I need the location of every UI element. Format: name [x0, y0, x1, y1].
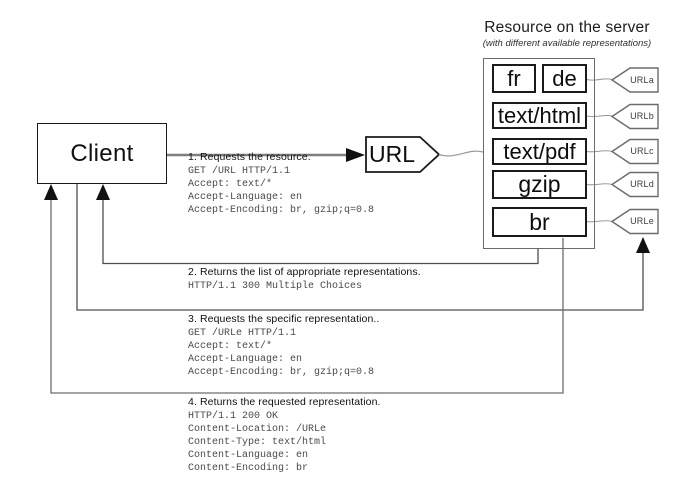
http-line: Accept-Language: en	[188, 354, 303, 365]
url-tag-urlc: URLc	[630, 146, 654, 156]
url-tag-shape-c	[610, 138, 659, 165]
representation-label: de	[552, 65, 577, 91]
resource-outer-box	[483, 58, 595, 249]
tag-connector	[586, 114, 613, 118]
url-tag-urle: URLe	[630, 216, 654, 226]
arrowhead-up-icon	[636, 237, 650, 253]
message-4-returns-representation: 4. Returns the requested representation.…	[188, 396, 381, 475]
url-tag-shape-e	[610, 208, 659, 235]
representation-label: text/pdf	[503, 138, 576, 164]
message-1-label: 1. Requests the resource.	[188, 151, 311, 163]
tag-connector	[586, 78, 613, 81]
url-tag-shape-b	[610, 103, 659, 130]
arrowhead-up-icon	[96, 184, 110, 200]
url-tag-urla: URLa	[630, 75, 654, 85]
url-tag-urlb: URLb	[630, 111, 654, 121]
url-node: URL	[366, 137, 418, 172]
http-line: Content-Encoding: br	[188, 463, 309, 474]
http-line: GET /URLe HTTP/1.1	[188, 328, 297, 339]
message-1-request-resource: 1. Requests the resource. GET /URL HTTP/…	[188, 151, 374, 217]
response-2-line	[102, 197, 539, 265]
http-line: HTTP/1.1 300 Multiple Choices	[188, 281, 363, 292]
representation-box-de: de	[542, 64, 587, 93]
representation-box-gzip: gzip	[492, 170, 587, 199]
request-3-line	[76, 184, 644, 311]
representation-label: text/html	[497, 102, 582, 128]
representation-label: gzip	[518, 171, 561, 197]
representation-box-br: br	[492, 207, 587, 237]
http-line: Accept-Language: en	[188, 192, 303, 203]
url-to-resource-connector	[438, 150, 484, 157]
http-line: Content-Location: /URLe	[188, 424, 327, 435]
http-line: HTTP/1.1 200 OK	[188, 411, 279, 422]
url-node-shape	[365, 136, 441, 173]
message-2-returns-list: 2. Returns the list of appropriate repre…	[188, 266, 421, 293]
http-line: Accept-Encoding: br, gzip;q=0.8	[188, 205, 375, 216]
message-3-request-specific: 3. Requests the specific representation.…	[188, 313, 379, 379]
arrowhead-up-icon	[44, 184, 58, 200]
http-line: Content-Language: en	[188, 450, 309, 461]
client-label: Client	[70, 139, 134, 167]
representation-label: fr	[507, 65, 521, 91]
server-title: Resource on the server	[484, 19, 650, 36]
http-line: GET /URL HTTP/1.1	[188, 166, 291, 177]
representation-box-text-html: text/html	[492, 102, 587, 129]
representation-box-text-pdf: text/pdf	[492, 138, 587, 165]
message-2-label: 2. Returns the list of appropriate repre…	[188, 266, 421, 278]
server-heading: Resource on the server (with different a…	[452, 19, 682, 49]
arrowhead-right-icon	[346, 148, 365, 162]
http-line: Accept: text/*	[188, 179, 273, 190]
message-4-label: 4. Returns the requested representation.	[188, 396, 381, 408]
tag-connector	[586, 150, 613, 153]
client-box: Client	[37, 123, 167, 184]
url-tag-shape-a	[610, 67, 659, 93]
url-tag-shape-d	[610, 171, 659, 198]
http-line: Accept-Encoding: br, gzip;q=0.8	[188, 367, 375, 378]
message-3-label: 3. Requests the specific representation.…	[188, 313, 380, 325]
tag-connector	[586, 183, 613, 186]
representation-box-fr: fr	[492, 64, 536, 93]
tag-connector	[586, 220, 613, 223]
url-tag-urld: URLd	[630, 179, 654, 189]
http-line: Accept: text/*	[188, 341, 273, 352]
url-node-label: URL	[368, 141, 415, 167]
server-subtitle: (with different available representation…	[482, 38, 652, 49]
representation-label: br	[529, 208, 550, 235]
response-4-line	[50, 197, 564, 394]
http-line: Content-Type: text/html	[188, 437, 327, 448]
